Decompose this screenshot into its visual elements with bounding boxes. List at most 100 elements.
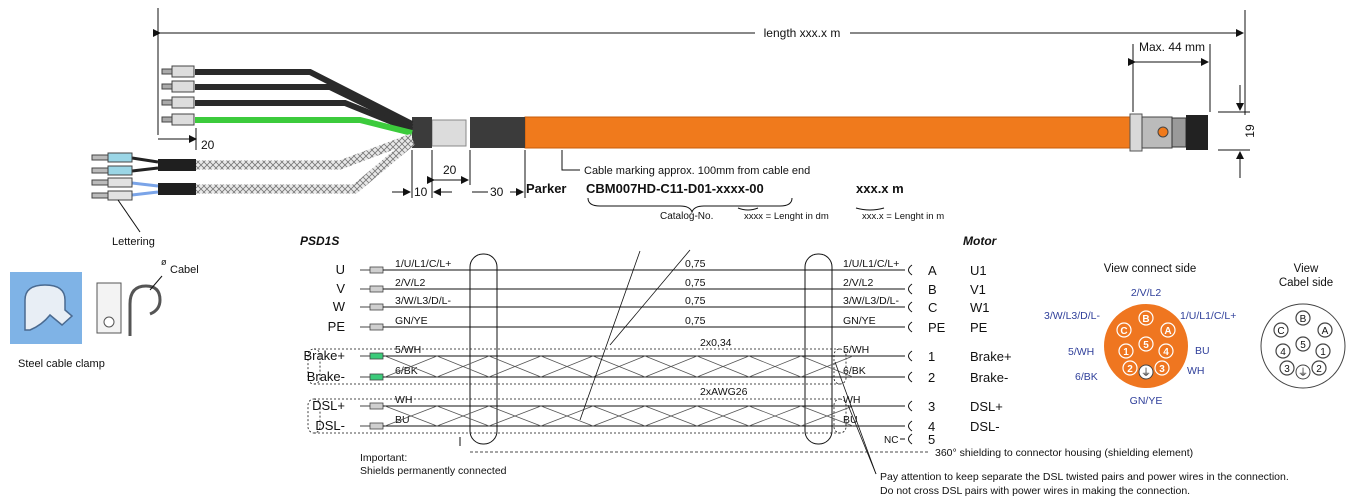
pin-circle [1311, 360, 1327, 376]
pin-number: 1 [1123, 347, 1129, 358]
dim19-label: 19 [1243, 124, 1257, 138]
left-ferrule-icon [369, 373, 384, 381]
pin-circle [1116, 322, 1132, 338]
signal-pairs [91, 133, 415, 201]
twist-line [540, 405, 594, 427]
twist-line [384, 355, 438, 378]
ground-pin-circle [1295, 364, 1311, 380]
cabel-leader [149, 275, 163, 291]
pin-label-gnye: GN/YE [1130, 395, 1163, 407]
ferrule-3-tip [161, 99, 173, 106]
important-text: Shields permanently connected [360, 465, 507, 477]
important-label: Important: [360, 452, 407, 464]
ferrule-dsl-1 [107, 177, 133, 188]
psd-title: PSD1S [300, 234, 339, 248]
length-label: length xxx.x m [764, 26, 841, 40]
left-label: Brake- [307, 369, 345, 384]
ferrule-2-tip [161, 83, 173, 90]
wire-size: 0,75 [685, 295, 706, 307]
sleeve-end [412, 117, 432, 148]
catalog-label: Catalog-No. [660, 211, 713, 222]
left-ferrule-icon [369, 266, 384, 274]
pin-number: 1 [1320, 347, 1326, 358]
pin-label-wh: WH [1187, 365, 1205, 377]
ferrule-3 [171, 96, 195, 109]
xxxx-brace [737, 207, 759, 211]
cabel-view-title-1: View [1294, 263, 1319, 275]
pin-circle [1154, 360, 1170, 376]
wire-1 [195, 69, 414, 127]
twist-line [800, 405, 854, 427]
pin-circle [1279, 360, 1295, 376]
wire-size: 0,75 [685, 315, 706, 327]
cabel-label: Cabel [170, 264, 199, 276]
pin-number: 2 [1127, 364, 1133, 375]
cabel-view-title-2: Cabel side [1279, 277, 1333, 289]
ferrule-pe [171, 113, 195, 126]
sleeve-dark [470, 117, 525, 148]
twist-line [696, 355, 750, 378]
right-wire-label: 1/U/L1/C/L+ [843, 258, 899, 270]
pin-circle [1317, 322, 1333, 338]
sleeve-light [431, 119, 467, 147]
pin-label-right: 1/U/L1/C/L+ [1180, 310, 1236, 322]
diagonal-leader [579, 250, 641, 421]
twist-line [696, 405, 750, 427]
socket-icon [908, 321, 913, 333]
diagonal-leader-2 [609, 249, 691, 346]
left-wire-label: WH [395, 394, 413, 406]
twisted-pairs [307, 348, 854, 434]
pin-label-6bk: 6/BK [1075, 371, 1098, 383]
braid-brake [195, 133, 414, 170]
motor-label: DSL+ [970, 399, 1003, 414]
left-label: W [333, 299, 346, 314]
left-ferrule-icon [369, 352, 384, 360]
pin-label: PE [928, 320, 946, 335]
pin-number: 3 [1159, 364, 1165, 375]
socket-icon [908, 433, 913, 445]
pin-label: 1 [928, 349, 935, 364]
socket-icon [908, 371, 913, 383]
brake-wire-b [131, 166, 159, 173]
pin-label: 4 [928, 419, 935, 434]
ferrule-dsl-2 [107, 190, 133, 201]
pin-number: 3 [1284, 364, 1290, 375]
pin-number: C [1277, 326, 1284, 337]
clamp-side-icon [128, 284, 162, 336]
pin-brake-1 [91, 154, 109, 161]
pin-circle [1315, 343, 1331, 359]
xxx-brace [855, 207, 885, 211]
braid-dsl [195, 137, 415, 194]
motor-label: V1 [970, 282, 986, 297]
attention-line-2: Do not cross DSL pairs with power wires … [880, 485, 1190, 497]
motor-connector [1129, 113, 1208, 152]
twist-line [644, 355, 698, 378]
xxx-note: xxx.x = Lenght in m [862, 211, 944, 222]
marking-label: Cable marking approx. 100mm from cable e… [584, 165, 810, 177]
socket-icon [908, 283, 913, 295]
dsl-wire-b [131, 190, 159, 197]
twist-line [644, 405, 698, 427]
length-code: xxx.x m [856, 181, 904, 196]
right-wire-label: 2/V/L2 [843, 277, 874, 289]
wire-size: 0,75 [685, 258, 706, 270]
dim30-label: 30 [490, 185, 504, 199]
pin-dsl-2 [91, 192, 109, 199]
attention-leader-2 [834, 361, 877, 475]
pin-number: B [1300, 314, 1307, 325]
pin-number: 2 [1316, 364, 1322, 375]
clamp-label: Steel cable clamp [18, 358, 105, 370]
pin-label: 2 [928, 370, 935, 385]
left-label: PE [328, 319, 346, 334]
pin-circle [1158, 343, 1174, 359]
twist-line [800, 355, 854, 378]
pin-number: C [1120, 326, 1127, 337]
pin-label: C [928, 300, 937, 315]
pin-dsl-1 [91, 179, 109, 186]
pin-number: 4 [1280, 347, 1286, 358]
